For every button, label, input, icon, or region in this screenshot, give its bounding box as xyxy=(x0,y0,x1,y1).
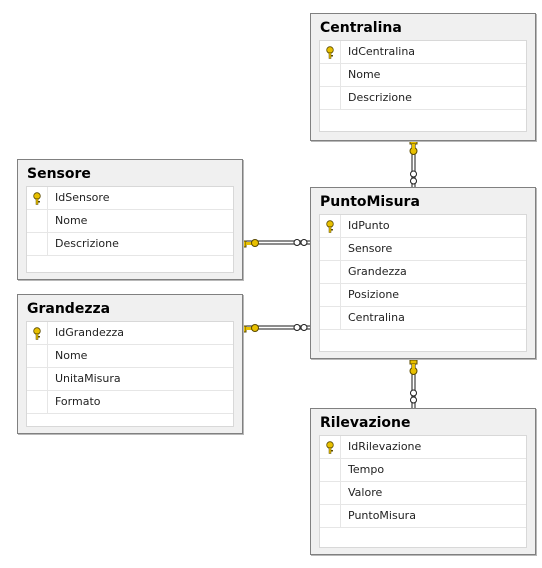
column-row[interactable]: Posizione xyxy=(320,284,526,307)
table-title: Grandezza xyxy=(27,301,111,317)
primary-key-icon xyxy=(326,46,334,59)
column-row[interactable]: PuntoMisura xyxy=(320,505,526,528)
column-row[interactable]: Nome xyxy=(320,64,526,87)
column-name: Nome xyxy=(55,349,88,362)
column-row[interactable]: Sensore xyxy=(320,238,526,261)
column-grid: IdPunto Sensore Grandezza Posizione Cent… xyxy=(319,214,527,352)
many-side-infinity-icon xyxy=(410,170,417,185)
primary-key-icon xyxy=(33,192,41,205)
column-name: IdSensore xyxy=(55,191,110,204)
table-title: Sensore xyxy=(27,166,91,182)
column-row[interactable]: Nome xyxy=(27,210,233,233)
table-title: PuntoMisura xyxy=(320,194,420,210)
column-name: IdPunto xyxy=(348,219,390,232)
column-row[interactable]: IdSensore xyxy=(27,187,233,210)
column-name: Descrizione xyxy=(348,91,412,104)
column-row[interactable]: Tempo xyxy=(320,459,526,482)
column-row[interactable]: Formato xyxy=(27,391,233,414)
table-centralina[interactable]: Centralina IdCentralina Nome Descrizione xyxy=(310,13,536,141)
column-row[interactable]: Centralina xyxy=(320,307,526,330)
table-title: Centralina xyxy=(320,20,402,36)
many-side-infinity-icon xyxy=(293,239,308,246)
relationship-centralina-puntomisura[interactable] xyxy=(409,139,418,188)
primary-key-icon xyxy=(33,327,41,340)
column-row[interactable]: Descrizione xyxy=(27,233,233,256)
table-sensore[interactable]: Sensore IdSensore Nome Descrizione xyxy=(17,159,243,280)
column-name: PuntoMisura xyxy=(348,509,416,522)
table-rilevazione[interactable]: Rilevazione IdRilevazione Tempo Valore P… xyxy=(310,408,536,555)
primary-key-icon xyxy=(326,220,334,233)
many-side-infinity-icon xyxy=(410,389,417,404)
column-name: Valore xyxy=(348,486,383,499)
one-side-key-icon xyxy=(409,359,418,375)
column-name: Posizione xyxy=(348,288,400,301)
column-name: Centralina xyxy=(348,311,405,324)
relationship-sensore-puntomisura[interactable] xyxy=(241,239,310,248)
column-row[interactable]: IdPunto xyxy=(320,215,526,238)
column-name: Descrizione xyxy=(55,237,119,250)
column-grid: IdRilevazione Tempo Valore PuntoMisura xyxy=(319,435,527,548)
column-name: Grandezza xyxy=(348,265,407,278)
one-side-key-icon xyxy=(409,139,418,155)
column-name: Tempo xyxy=(348,463,385,476)
column-name: Nome xyxy=(55,214,88,227)
column-row[interactable]: IdRilevazione xyxy=(320,436,526,459)
table-title: Rilevazione xyxy=(320,415,411,431)
column-name: Sensore xyxy=(348,242,393,255)
column-row[interactable]: UnitaMisura xyxy=(27,368,233,391)
column-row[interactable]: Grandezza xyxy=(320,261,526,284)
column-row[interactable]: IdCentralina xyxy=(320,41,526,64)
relationship-puntomisura-rilevazione[interactable] xyxy=(409,359,418,408)
many-side-infinity-icon xyxy=(293,324,308,331)
primary-key-icon xyxy=(326,441,334,454)
column-row[interactable]: Descrizione xyxy=(320,87,526,110)
column-name: IdRilevazione xyxy=(348,440,422,453)
column-name: Nome xyxy=(348,68,381,81)
column-grid: IdSensore Nome Descrizione xyxy=(26,186,234,273)
column-name: IdGrandezza xyxy=(55,326,125,339)
column-name: UnitaMisura xyxy=(55,372,121,385)
column-row[interactable]: Nome xyxy=(27,345,233,368)
column-grid: IdGrandezza Nome UnitaMisura Formato xyxy=(26,321,234,427)
column-name: IdCentralina xyxy=(348,45,416,58)
column-row[interactable]: Valore xyxy=(320,482,526,505)
column-grid: IdCentralina Nome Descrizione xyxy=(319,40,527,132)
column-row[interactable]: IdGrandezza xyxy=(27,322,233,345)
one-side-key-icon xyxy=(241,324,259,333)
column-name: Formato xyxy=(55,395,101,408)
table-grandezza[interactable]: Grandezza IdGrandezza Nome UnitaMisura F… xyxy=(17,294,243,434)
table-puntomisura[interactable]: PuntoMisura IdPunto Sensore Grandezza Po… xyxy=(310,187,536,359)
relationship-grandezza-puntomisura[interactable] xyxy=(241,324,310,333)
